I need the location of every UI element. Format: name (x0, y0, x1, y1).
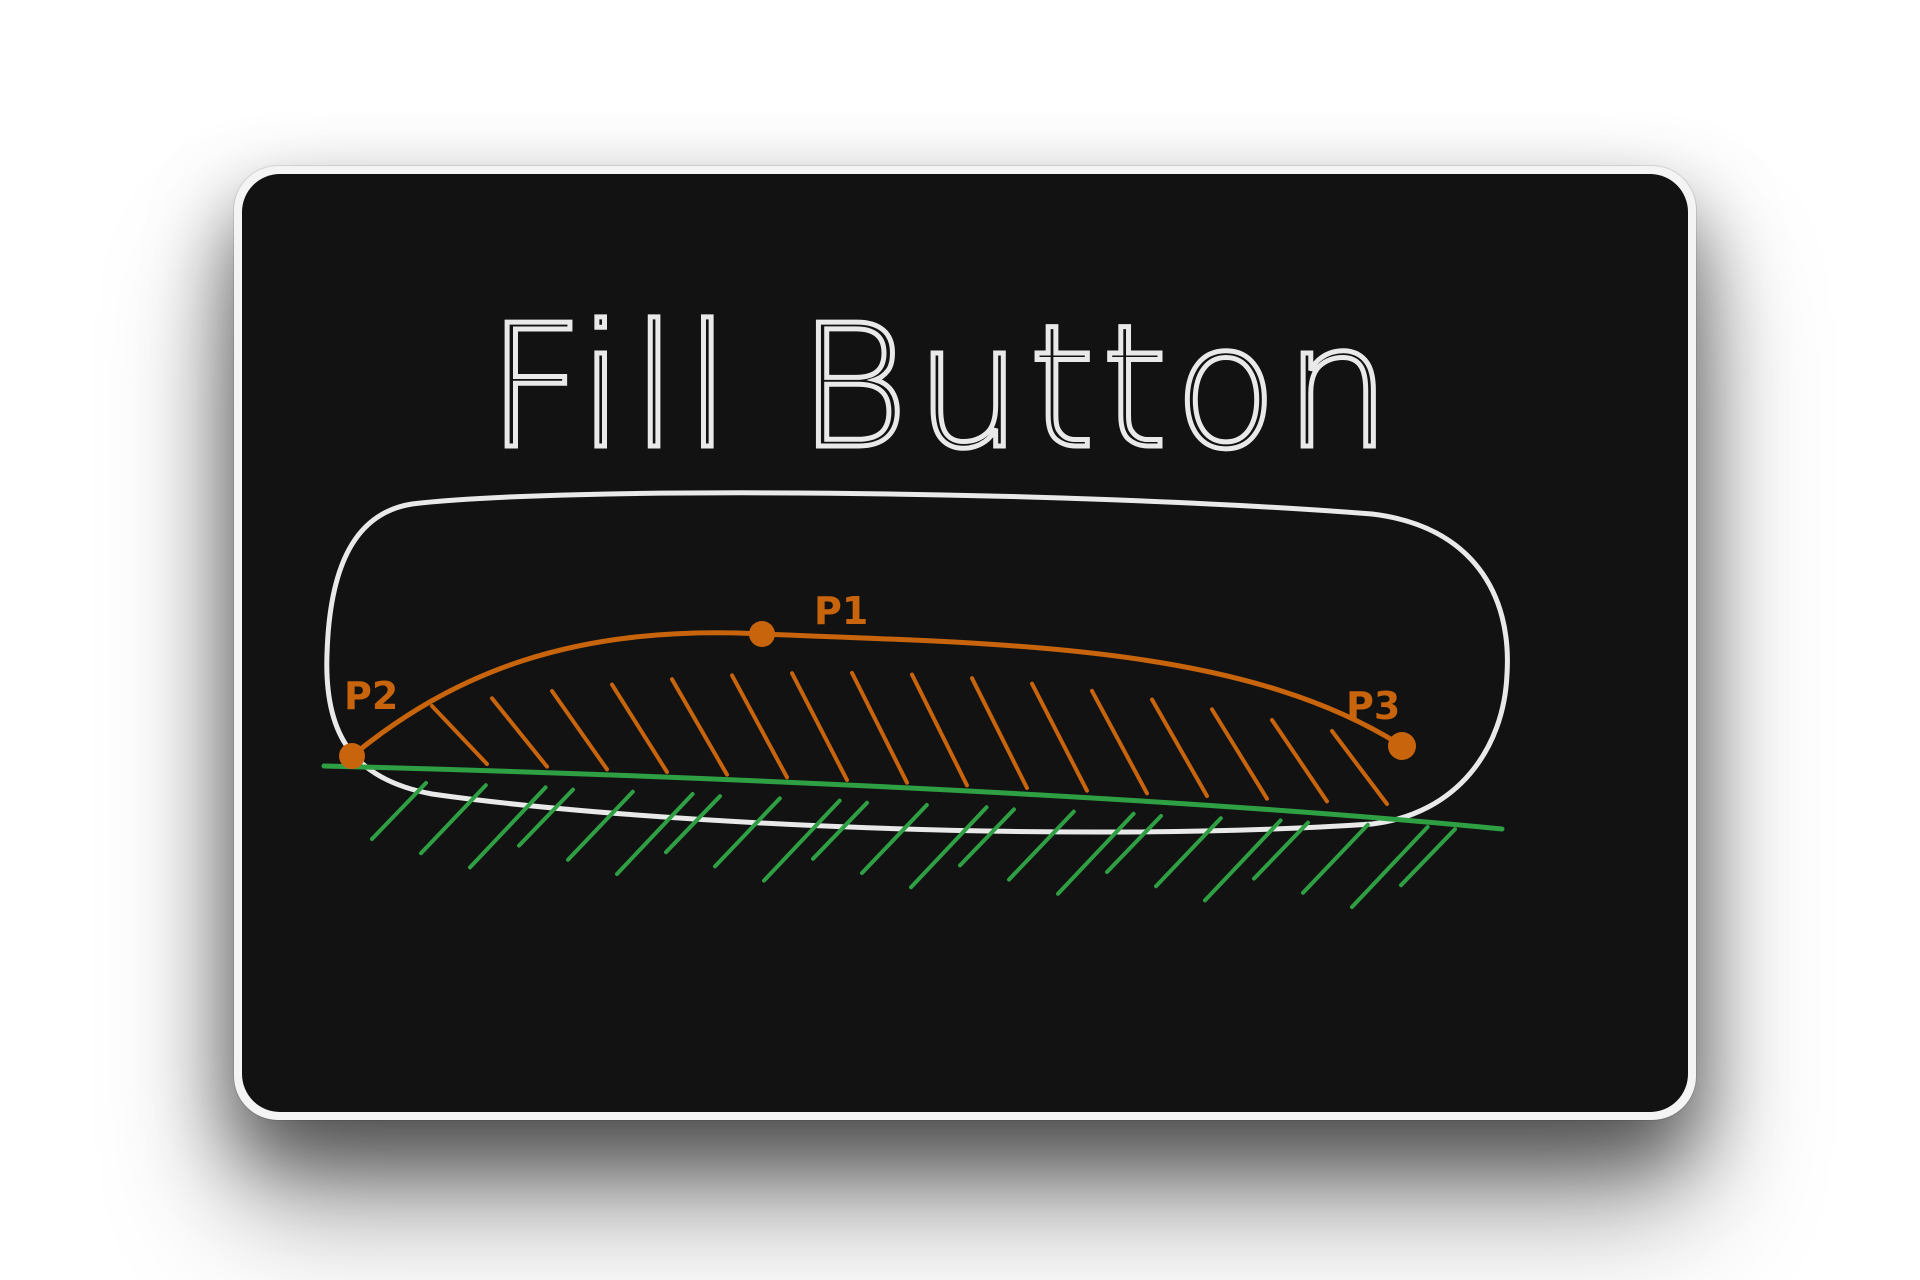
point-p1: P1 (749, 589, 868, 647)
fill-button-sketch: Fill Button P1 P2 P3 (321, 287, 1510, 909)
orange-hatch-stroke (850, 670, 909, 785)
orange-hatch-stroke (970, 676, 1029, 790)
orange-hatch-stroke (1330, 729, 1389, 806)
orange-hatch-stroke (1210, 707, 1269, 801)
orange-hatch-stroke (1270, 717, 1329, 804)
green-hatch-stroke (713, 796, 782, 869)
green-hatch-stroke (1105, 814, 1163, 874)
green-hatch-stroke (1203, 818, 1283, 903)
green-hatch-stroke (419, 783, 488, 856)
orange-hatch-stroke (610, 682, 669, 774)
point-p2: P2 (339, 674, 398, 769)
green-hatch-stroke (468, 785, 548, 870)
green-hatch-stroke (1252, 820, 1310, 881)
green-hatch-stroke (664, 794, 722, 855)
point-p2-label: P2 (344, 674, 398, 718)
orange-hatch-stroke (790, 671, 849, 782)
green-hatch-stroke (1350, 825, 1430, 909)
orange-hatch-stroke (1030, 681, 1089, 793)
green-hatch-stroke (1399, 827, 1457, 888)
filled-region-hatching (370, 781, 1457, 909)
orange-hatch-stroke (730, 673, 789, 780)
green-hatch-stroke (370, 781, 428, 841)
curve-region-hatching (430, 670, 1389, 806)
green-hatch-stroke (958, 807, 1016, 868)
orange-hatch-stroke (550, 689, 609, 772)
green-hatch-stroke (615, 792, 695, 876)
orange-hatch-stroke (670, 677, 729, 777)
orange-hatch-stroke (430, 704, 489, 766)
point-p3-label: P3 (1346, 684, 1400, 728)
green-hatch-stroke (1154, 816, 1223, 889)
orange-hatch-stroke (1150, 697, 1209, 798)
green-hatch-stroke (566, 789, 635, 862)
point-p3: P3 (1346, 684, 1416, 760)
diagram-title: Fill Button (486, 289, 1397, 487)
sketch-card: Fill Button P1 P2 P3 (242, 174, 1688, 1112)
green-hatch-stroke (1007, 809, 1076, 882)
point-p1-dot (749, 621, 775, 647)
point-p1-label: P1 (814, 589, 868, 633)
green-hatch-stroke (909, 805, 989, 890)
point-p2-dot (339, 743, 365, 769)
green-hatch-stroke (517, 787, 575, 848)
orange-hatch-stroke (910, 672, 969, 788)
bezier-curve (349, 630, 1405, 759)
card-frame: Fill Button P1 P2 P3 (234, 166, 1696, 1120)
fill-level-line (321, 763, 1505, 832)
orange-hatch-stroke (490, 696, 549, 769)
green-hatch-stroke (860, 803, 929, 875)
button-outline (324, 490, 1510, 835)
green-hatch-stroke (811, 800, 869, 861)
green-hatch-stroke (1056, 811, 1136, 896)
green-hatch-stroke (762, 798, 842, 883)
orange-hatch-stroke (1090, 688, 1149, 796)
green-hatch-stroke (1301, 822, 1370, 895)
point-p3-dot (1388, 732, 1416, 760)
